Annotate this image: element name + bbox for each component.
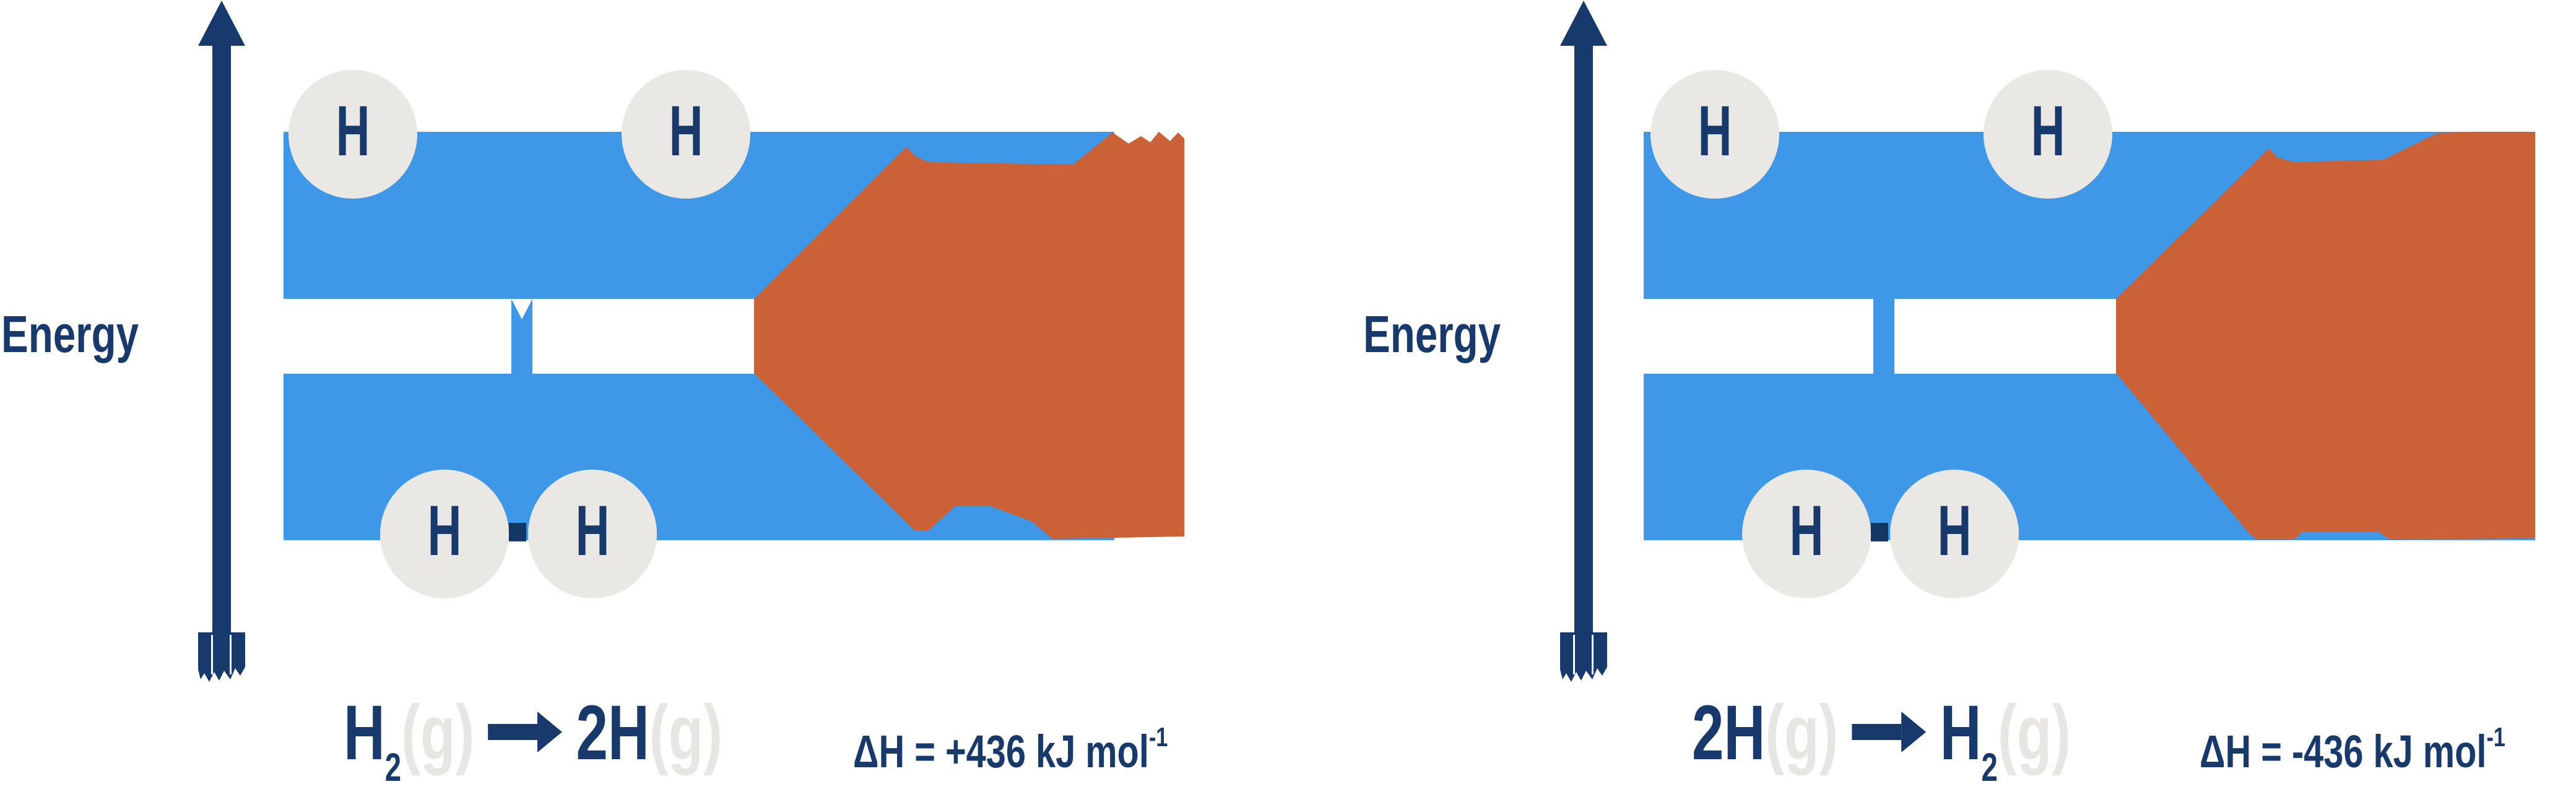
- enthalpy-exponent: -1: [1148, 722, 1168, 752]
- enthalpy-expression: ΔH = -436 kJ mol: [2200, 726, 2487, 777]
- atom-circle: [528, 470, 657, 598]
- atom-label: H: [1937, 491, 1972, 570]
- energy-tear-shape: [2116, 132, 2535, 540]
- atom-circle: [1650, 70, 1779, 199]
- axis-base-slit: [230, 635, 232, 674]
- equation-lhs-subscript: 2: [384, 745, 402, 790]
- atom-circle: [1984, 70, 2112, 199]
- equation-lhs: H: [344, 690, 385, 776]
- atom-circle: [1742, 470, 1871, 598]
- atom-label: H: [427, 491, 462, 570]
- atom-label: H: [2031, 91, 2065, 171]
- bond-breaking-graphic: [198, 1, 1184, 682]
- axis-base-slit: [1592, 635, 1594, 674]
- energy-axis-torn-base: [198, 632, 245, 682]
- enthalpy-value: ΔH = +436 kJ mol-1: [853, 724, 1168, 777]
- enthalpy-expression: ΔH = +436 kJ mol: [853, 726, 1149, 777]
- axis-base-slit: [1573, 635, 1575, 674]
- equation-lhs-state: (g): [401, 690, 475, 776]
- enthalpy-value: ΔH = -436 kJ mol-1: [2200, 724, 2505, 777]
- equation-rhs: 2H: [576, 690, 649, 776]
- energy-axis-torn-base: [1560, 632, 1607, 682]
- reaction-arrow-icon: [1852, 712, 1927, 752]
- energy-axis-shaft: [1574, 37, 1593, 632]
- equation-lhs: 2H: [1692, 690, 1766, 776]
- bond-strand: [1873, 299, 1894, 374]
- energy-axis-label: Energy: [1, 305, 139, 363]
- bond-square: [509, 523, 526, 541]
- atom-circle: [288, 70, 417, 199]
- axis-base-slit: [211, 635, 213, 674]
- energy-axis-arrowhead-icon: [198, 1, 245, 46]
- energy-axis-arrowhead-icon: [1560, 1, 1607, 46]
- atom-circle: [380, 470, 509, 598]
- equation-rhs-state: (g): [1997, 690, 2071, 776]
- atom-circle: [1890, 470, 2019, 598]
- equation-lhs-state: (g): [1765, 690, 1839, 776]
- enthalpy-exponent: -1: [2486, 722, 2505, 752]
- bond-strand-tear-notch: [511, 299, 532, 319]
- bond-square: [1871, 523, 1888, 541]
- atom-label: H: [669, 91, 703, 171]
- energy-axis-label: Energy: [1363, 305, 1501, 363]
- equation-rhs: H: [1940, 690, 1982, 776]
- reaction-arrow-icon: [488, 712, 563, 752]
- energy-tear-shape: [754, 132, 1184, 539]
- atom-label: H: [575, 491, 610, 570]
- atom-label: H: [1698, 91, 1732, 171]
- atom-circle: [622, 70, 750, 199]
- energy-axis-shaft: [212, 37, 231, 632]
- equation-rhs-subscript: 2: [1981, 745, 1998, 790]
- bond-forming-graphic: [1560, 1, 2535, 682]
- equation-rhs-state: (g): [649, 690, 722, 776]
- atom-label: H: [336, 91, 370, 171]
- atom-label: H: [1789, 491, 1824, 570]
